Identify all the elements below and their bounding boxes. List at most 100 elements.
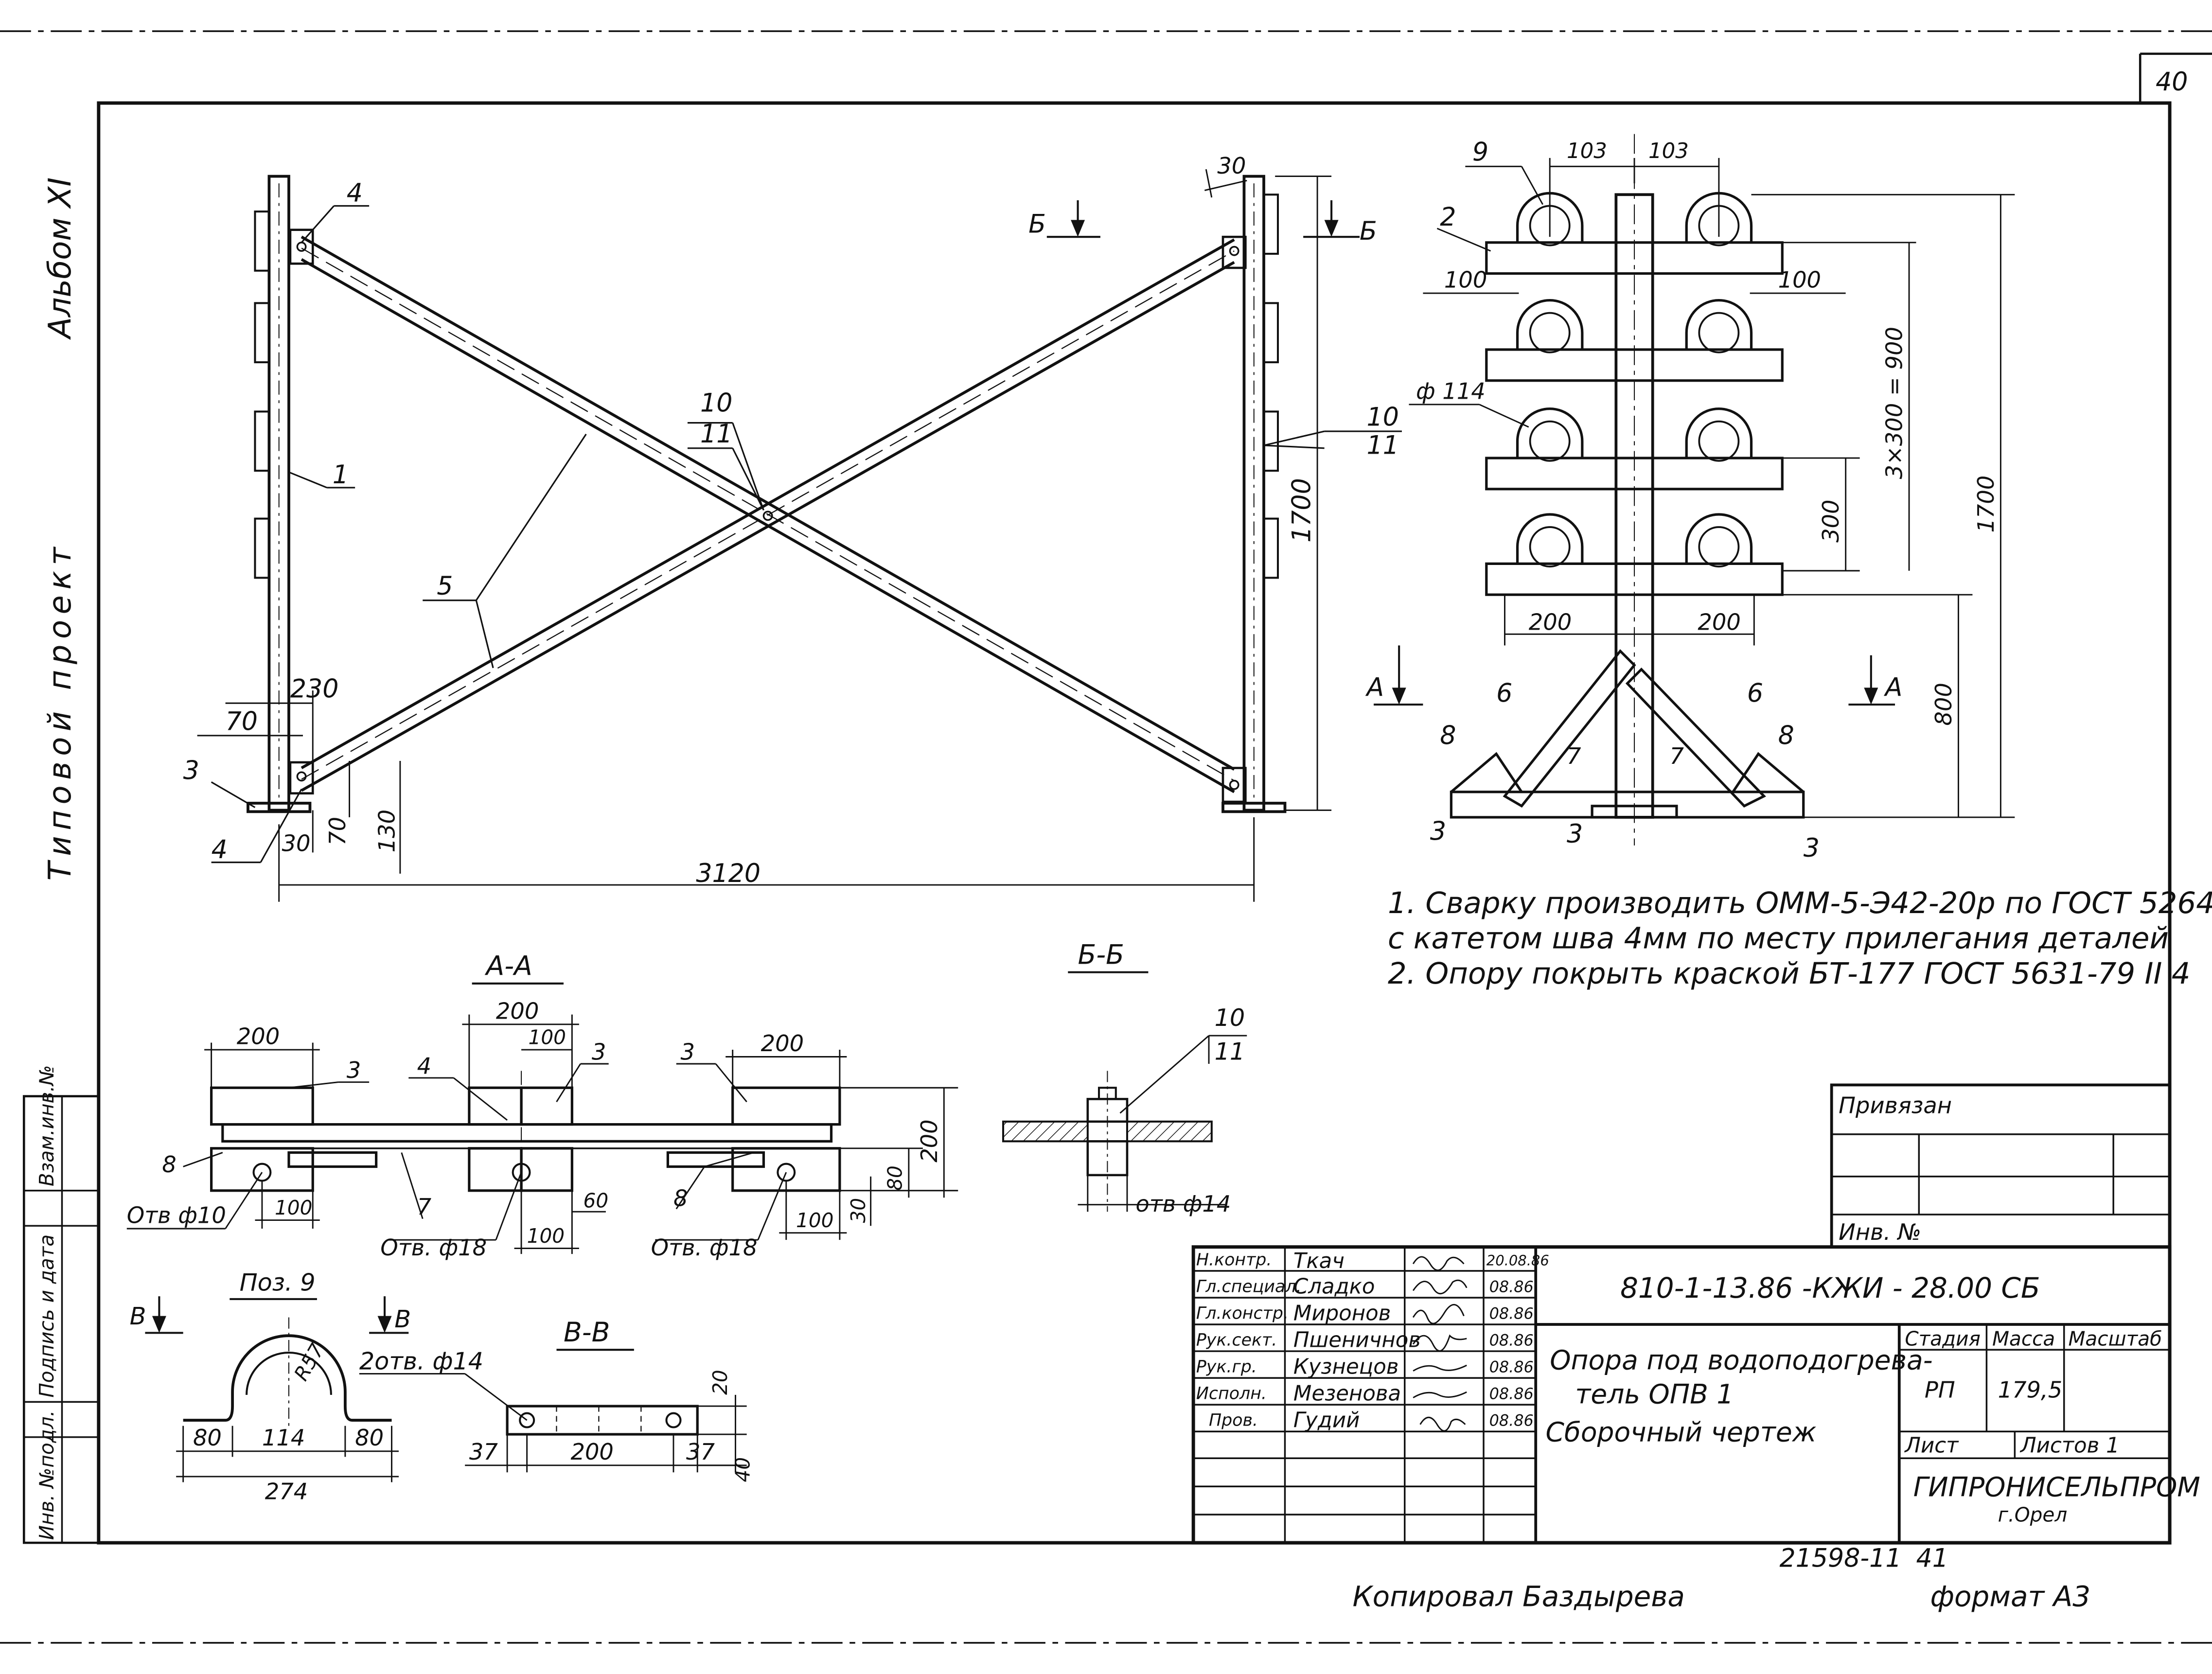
aa-pos-8-a: 8: [162, 1151, 177, 1178]
note-line-3: 2. Опору покрыть краской БТ-177 ГОСТ 563…: [1388, 957, 2190, 991]
vv-dim-40: 40: [731, 1457, 754, 1482]
page-number: 40: [2156, 68, 2188, 97]
aa-dim-80: 80: [883, 1165, 906, 1191]
date-6: 08.86: [1489, 1411, 1534, 1430]
side-dim-300: 300: [1818, 499, 1844, 542]
side-dim-800: 800: [1930, 683, 1957, 725]
dim-130: 130: [373, 810, 400, 852]
section-mark-a-right: А: [1884, 673, 1903, 703]
name-0: Ткач: [1293, 1249, 1345, 1273]
pos-11: 11: [700, 420, 732, 449]
section-bb: Б-Б 10 11 отв ф14: [1002, 939, 1247, 1217]
vv-dim-37-a: 37: [469, 1439, 498, 1465]
date-5: 08.86: [1489, 1385, 1534, 1403]
section-aa-title: А-А: [485, 950, 532, 981]
pos-10-right: 10: [1367, 403, 1399, 432]
side-pos-6-right: 6: [1747, 679, 1763, 708]
section-bb-title: Б-Б: [1078, 939, 1124, 970]
aa-pos-3-c: 3: [680, 1039, 695, 1065]
date-2: 08.86: [1489, 1304, 1534, 1322]
section-mark-b-right: Б: [1360, 217, 1377, 246]
side-pos-9: 9: [1472, 138, 1488, 167]
aa-dim-100-b: 100: [527, 1224, 565, 1248]
date-4: 08.86: [1489, 1358, 1534, 1376]
side-dim-100-left: 100: [1444, 266, 1487, 293]
org-city: г.Орел: [1998, 1503, 2068, 1527]
album-label: Альбом XI: [42, 177, 78, 340]
mass-header: Масса: [1992, 1327, 2055, 1350]
name-1: Сладко: [1293, 1274, 1375, 1299]
vv-holes: 2отв. ф14: [359, 1347, 483, 1375]
inv-label: Инв. №: [1839, 1219, 1921, 1245]
object-name-1: Опора под водоподогрева-: [1550, 1345, 1932, 1376]
front-view: 4 1 5 10 11 3 4 10 11 Б Б: [183, 153, 1402, 902]
sheets-label: Листов 1: [2019, 1434, 2120, 1458]
aa-hole-10: Отв ф10: [127, 1202, 226, 1228]
footer-sheet: 41: [1916, 1544, 1948, 1573]
date-1: 08.86: [1489, 1277, 1534, 1296]
pos-3: 3: [183, 757, 199, 786]
side-dim-200-left: 200: [1529, 609, 1572, 635]
bb-pos-10: 10: [1215, 1004, 1245, 1032]
note-line-2: с катетом шва 4мм по месту прилегания де…: [1388, 921, 2169, 955]
side-dim-103-left: 103: [1567, 139, 1607, 163]
side-dim-100-right: 100: [1778, 266, 1821, 293]
footer-number: 21598-11: [1779, 1544, 1901, 1573]
note-line-1: 1. Сварку производить ОММ-5-Э42-20р по Г…: [1388, 886, 2212, 920]
side-dim-200-right: 200: [1698, 609, 1740, 635]
vv-dim-20: 20: [708, 1370, 732, 1395]
name-3: Пшеничнов: [1293, 1328, 1421, 1352]
stamp-sign-label: Подпись и дата: [35, 1234, 58, 1398]
name-6: Гудий: [1293, 1409, 1360, 1433]
name-5: Мезенова: [1293, 1381, 1401, 1406]
name-4: Кузнецов: [1293, 1355, 1399, 1379]
aa-dim-100-a: 100: [275, 1196, 312, 1219]
title-block: Привязан Инв. № 8: [1191, 1083, 2200, 1545]
vv-title: В-В: [564, 1317, 610, 1348]
side-dim-dia114: ф 114: [1416, 378, 1486, 404]
signatures: [1412, 1256, 1468, 1432]
section-mark-a-left: А: [1365, 673, 1384, 703]
role-1: Гл.специал.: [1196, 1277, 1302, 1296]
sheet-frame: 40: [0, 30, 2212, 1644]
mass-value: 179,5: [1998, 1377, 2063, 1403]
dim-3120: 3120: [696, 859, 761, 888]
aa-pos-3-a: 3: [347, 1057, 361, 1083]
footer: 21598-11 41 Копировал Баздырева формат А…: [1353, 1544, 2091, 1613]
date-3: 08.86: [1489, 1331, 1534, 1349]
side-pos-8-right: 8: [1778, 721, 1794, 750]
doc-code: 810-1-13.86 -КЖИ - 28.00 СБ: [1620, 1271, 2040, 1304]
aa-pos-8-b: 8: [673, 1185, 688, 1212]
pos9-dim-80-b: 80: [355, 1425, 384, 1451]
privyazan-label: Привязан: [1839, 1092, 1952, 1118]
org-name: ГИПРОНИСЕЛЬПРОМ: [1913, 1472, 2200, 1503]
aa-dim-60: 60: [584, 1189, 609, 1213]
stage-value: РП: [1925, 1377, 1955, 1403]
dim-1700: 1700: [1288, 478, 1317, 543]
side-pos-6-left: 6: [1496, 679, 1512, 708]
aa-pos-3-b: 3: [592, 1039, 606, 1065]
side-pos-8-left: 8: [1440, 721, 1456, 750]
side-dim-3x300: 3×300 = 900: [1881, 327, 1908, 479]
role-5: Исполн.: [1196, 1384, 1267, 1404]
notes: 1. Сварку производить ОММ-5-Э42-20р по Г…: [1388, 886, 2212, 991]
scale-header: Масштаб: [2068, 1327, 2162, 1350]
bb-pos-11: 11: [1215, 1037, 1245, 1065]
pos9-title: Поз. 9: [240, 1268, 316, 1296]
aa-dim-200-a: 200: [237, 1023, 280, 1049]
left-stamp: Инв. №подл. Подпись и дата Взам.инв.№: [22, 1065, 100, 1544]
side-pos-2: 2: [1440, 203, 1456, 232]
footer-copy: Копировал Баздырева: [1353, 1580, 1685, 1613]
vv-mark-left: В: [130, 1302, 146, 1330]
aa-dim-200-h: 200: [916, 1119, 942, 1162]
aa-pos-4: 4: [417, 1053, 432, 1079]
aa-dim-100-c: 100: [796, 1209, 833, 1232]
aa-hole-18-b: Отв. ф18: [651, 1234, 758, 1261]
side-pos-7-left: 7: [1567, 743, 1581, 769]
pos9-dim-80-a: 80: [193, 1425, 222, 1451]
stage-header: Стадия: [1905, 1327, 1981, 1350]
pos-10: 10: [700, 388, 732, 418]
project-label: Типовой проект: [42, 542, 78, 881]
dim-30-bottom: 30: [282, 830, 310, 856]
